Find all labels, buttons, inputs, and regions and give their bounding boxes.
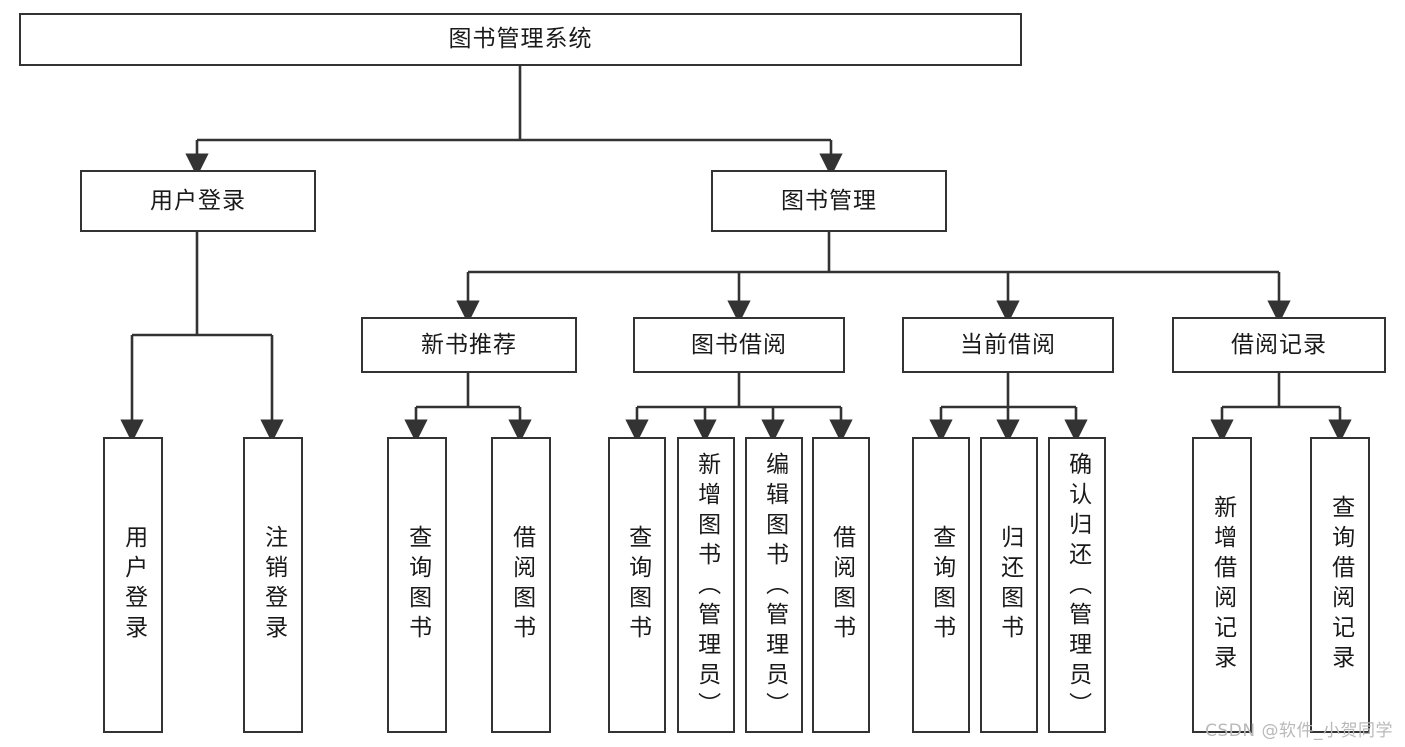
leaf-add-book-label: 新增图书（管理员） (693, 452, 720, 722)
node-new-book-recommend-label: 新书推荐 (421, 331, 517, 358)
leaf-query-book-2-label: 查询图书 (624, 525, 651, 645)
node-book-manage-label: 图书管理 (781, 187, 877, 214)
leaf-query-book-3[interactable]: 查询图书 (912, 437, 970, 733)
leaf-return-book[interactable]: 归还图书 (980, 437, 1038, 733)
node-root-label: 图书管理系统 (448, 26, 593, 53)
leaf-borrow-book-2-label: 借阅图书 (828, 525, 855, 645)
node-borrow-record-label: 借阅记录 (1231, 331, 1327, 358)
node-borrow-record[interactable]: 借阅记录 (1172, 317, 1386, 373)
node-new-book-recommend[interactable]: 新书推荐 (361, 317, 577, 373)
leaf-query-book-2[interactable]: 查询图书 (608, 437, 666, 733)
leaf-borrow-book-1[interactable]: 借阅图书 (491, 437, 551, 733)
csdn-watermark: CSDN @软件_小贺同学 (1205, 721, 1393, 741)
leaf-add-borrow-record-label: 新增借阅记录 (1209, 495, 1236, 675)
node-book-manage[interactable]: 图书管理 (711, 170, 947, 232)
node-book-borrow-label: 图书借阅 (691, 331, 787, 358)
leaf-logout[interactable]: 注销登录 (243, 437, 303, 733)
leaf-query-borrow-record-label: 查询借阅记录 (1327, 495, 1354, 675)
node-current-borrow-label: 当前借阅 (960, 331, 1056, 358)
leaf-query-book-1[interactable]: 查询图书 (387, 437, 447, 733)
leaf-add-book[interactable]: 新增图书（管理员） (677, 437, 735, 733)
node-current-borrow[interactable]: 当前借阅 (902, 317, 1114, 373)
leaf-edit-book-label: 编辑图书（管理员） (761, 452, 788, 722)
leaf-return-book-label: 归还图书 (996, 525, 1023, 645)
leaf-user-login[interactable]: 用户登录 (103, 437, 163, 733)
node-book-borrow[interactable]: 图书借阅 (633, 317, 845, 373)
leaf-query-book-1-label: 查询图书 (404, 525, 431, 645)
leaf-query-borrow-record[interactable]: 查询借阅记录 (1310, 437, 1370, 733)
leaf-query-book-3-label: 查询图书 (928, 525, 955, 645)
leaf-confirm-return[interactable]: 确认归还（管理员） (1048, 437, 1106, 733)
leaf-add-borrow-record[interactable]: 新增借阅记录 (1192, 437, 1252, 733)
leaf-user-login-label: 用户登录 (120, 525, 147, 645)
node-user-login[interactable]: 用户登录 (80, 170, 316, 232)
node-user-login-label: 用户登录 (150, 187, 246, 214)
leaf-logout-label: 注销登录 (260, 525, 287, 645)
leaf-borrow-book-1-label: 借阅图书 (508, 525, 535, 645)
leaf-confirm-return-label: 确认归还（管理员） (1064, 452, 1091, 722)
leaf-edit-book[interactable]: 编辑图书（管理员） (745, 437, 803, 733)
leaf-borrow-book-2[interactable]: 借阅图书 (812, 437, 870, 733)
node-root[interactable]: 图书管理系统 (19, 13, 1022, 66)
